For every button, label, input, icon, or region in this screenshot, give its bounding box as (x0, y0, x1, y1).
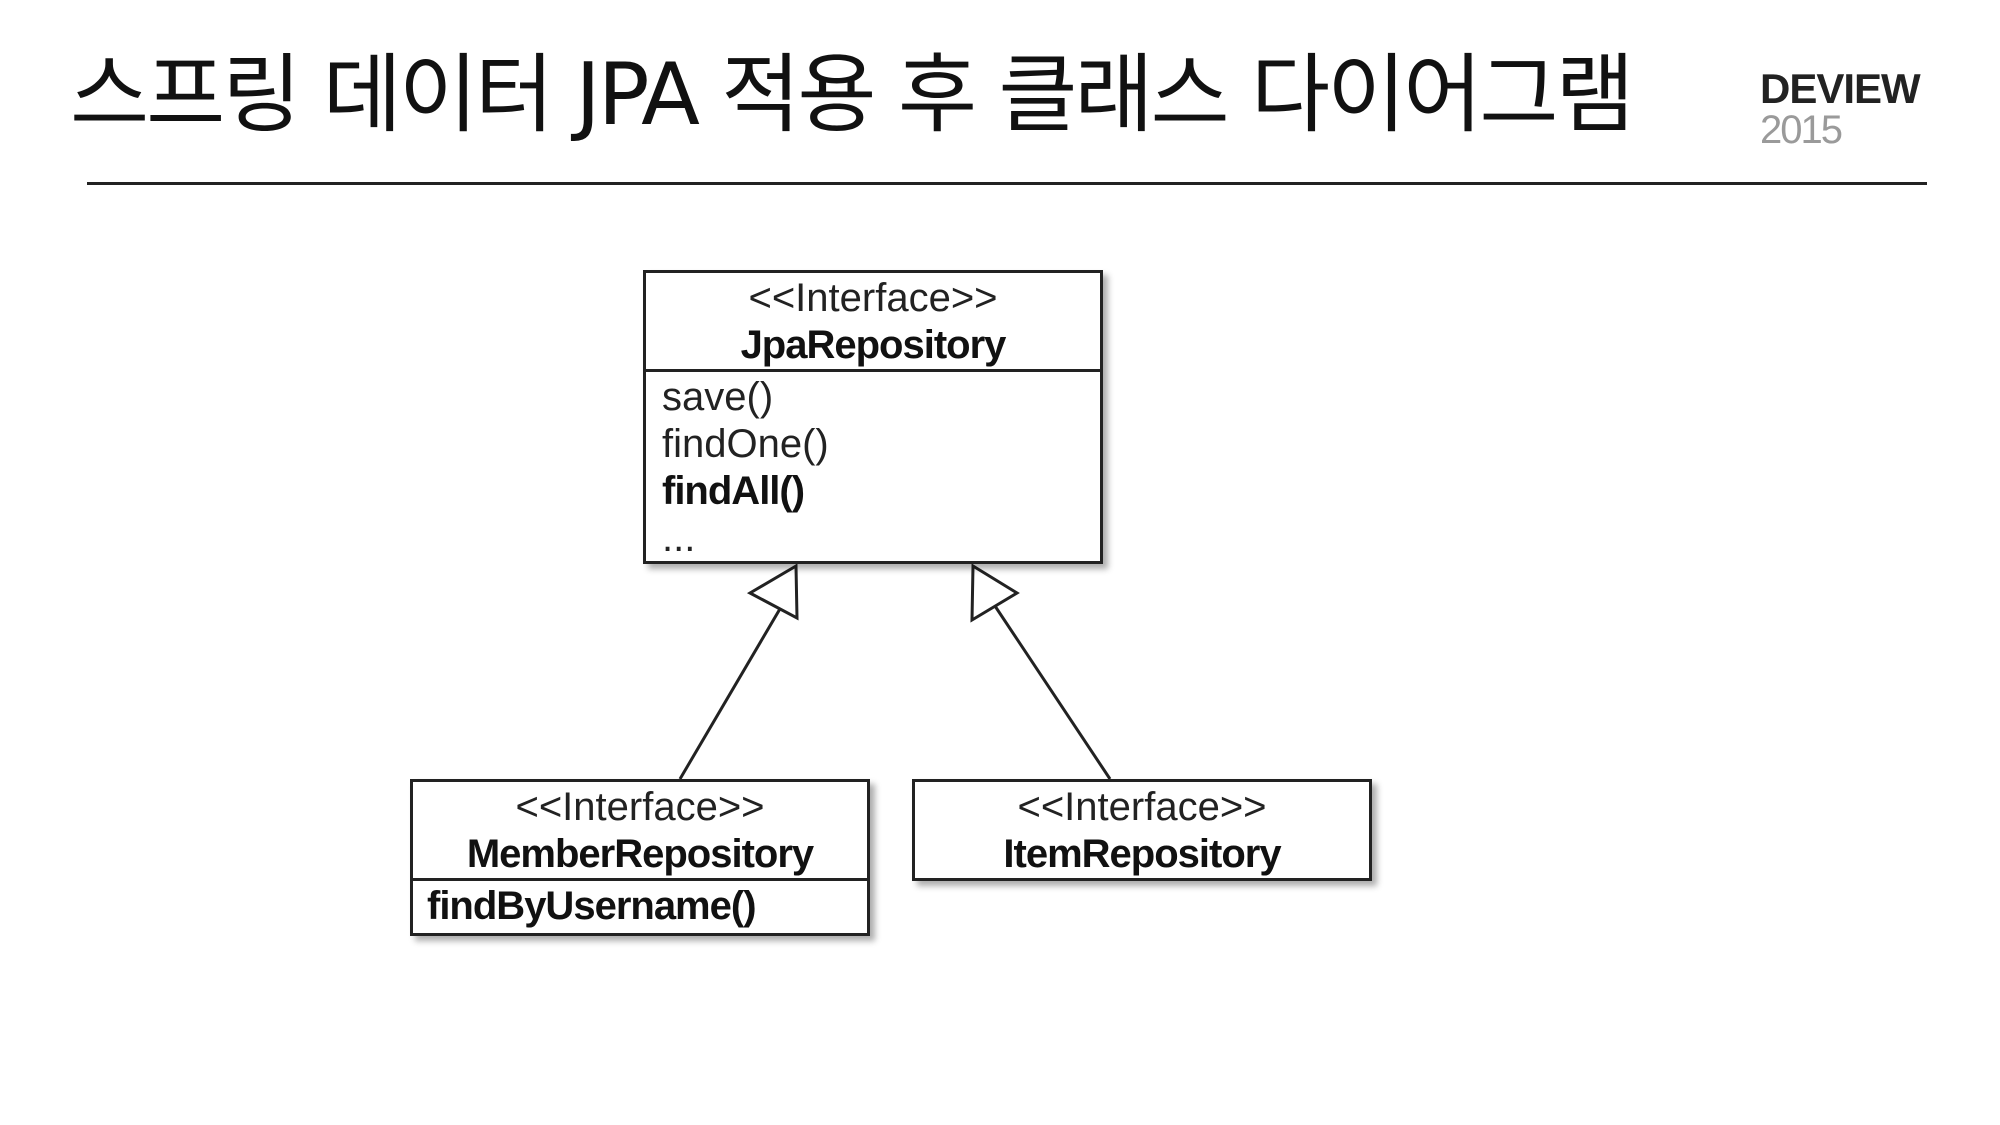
operation-find-all: findAll() (662, 469, 805, 513)
operation-find-one: findOne() (662, 422, 829, 466)
class-header: <<Interface>> JpaRepository (646, 273, 1100, 369)
operation-save: save() (662, 375, 774, 419)
class-name: MemberRepository (466, 832, 814, 876)
class-header: <<Interface>> MemberRepository (413, 782, 867, 878)
operation-ellipsis: ... (662, 516, 696, 560)
class-header: <<Interface>> ItemRepository (915, 782, 1369, 878)
item-to-jpa-line (991, 602, 1112, 780)
title-divider (87, 182, 1927, 185)
item-repository-class-box: <<Interface>> ItemRepository (912, 779, 1372, 881)
slide-title: 스프링 데이터 JPA 적용 후 클래스 다이어그램 (70, 45, 1635, 145)
member-to-jpa-arrowhead (746, 563, 799, 621)
deview-logo: DEVIEW 2015 (1760, 65, 1921, 152)
jpa-repository-class-box: <<Interface>> JpaRepository save() findO… (643, 270, 1103, 564)
stereotype-label: <<Interface>> (515, 785, 765, 829)
stereotype-label: <<Interface>> (748, 276, 998, 320)
stereotype-label: <<Interface>> (1017, 785, 1267, 829)
member-repository-class-box: <<Interface>> MemberRepository findByUse… (410, 779, 870, 936)
member-to-jpa-line (678, 601, 786, 780)
operation-find-by-username: findByUsername() (427, 884, 757, 928)
class-name: ItemRepository (1003, 832, 1281, 876)
logo-year: 2015 (1760, 108, 1843, 152)
logo-name: DEVIEW (1760, 65, 1921, 112)
class-name: JpaRepository (740, 323, 1007, 367)
item-to-jpa-arrowhead (970, 563, 1020, 623)
operations-compartment: save() findOne() findAll() ... (646, 369, 1100, 562)
operations-compartment: findByUsername() (413, 878, 867, 930)
